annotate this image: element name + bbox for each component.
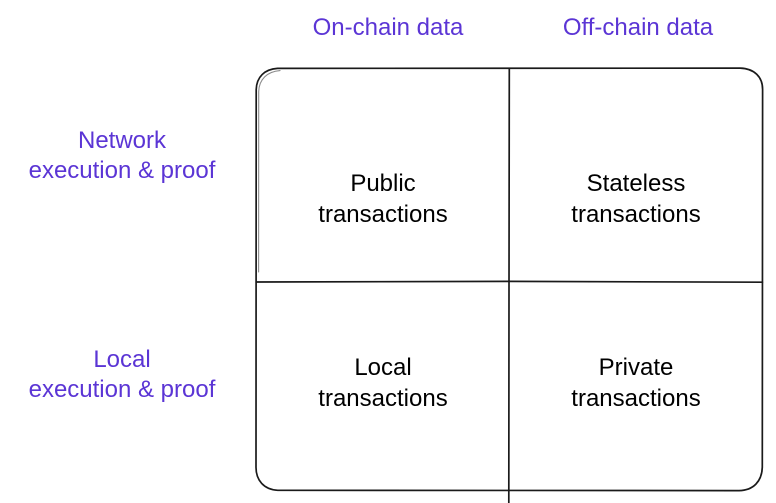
column-header-off-chain-data: Off-chain data: [562, 14, 714, 41]
cell-local-transactions: Local transactions: [318, 354, 448, 412]
cell-public-transactions: Public transactions: [318, 170, 448, 228]
cell-private-transactions: Private transactions: [571, 354, 701, 412]
matrix-divider-vertical: [507, 67, 511, 503]
matrix-divider-horizontal: [255, 280, 764, 284]
column-header-on-chain-data: On-chain data: [312, 14, 464, 41]
cell-stateless-transactions: Stateless transactions: [571, 170, 701, 228]
matrix-border-sketch-overstroke: [258, 70, 281, 273]
row-header-network-execution-proof: Network execution & proof: [28, 127, 216, 184]
matrix-outline: [250, 62, 770, 503]
row-header-local-execution-proof: Local execution & proof: [28, 346, 216, 403]
matrix-border-path: [255, 67, 764, 492]
